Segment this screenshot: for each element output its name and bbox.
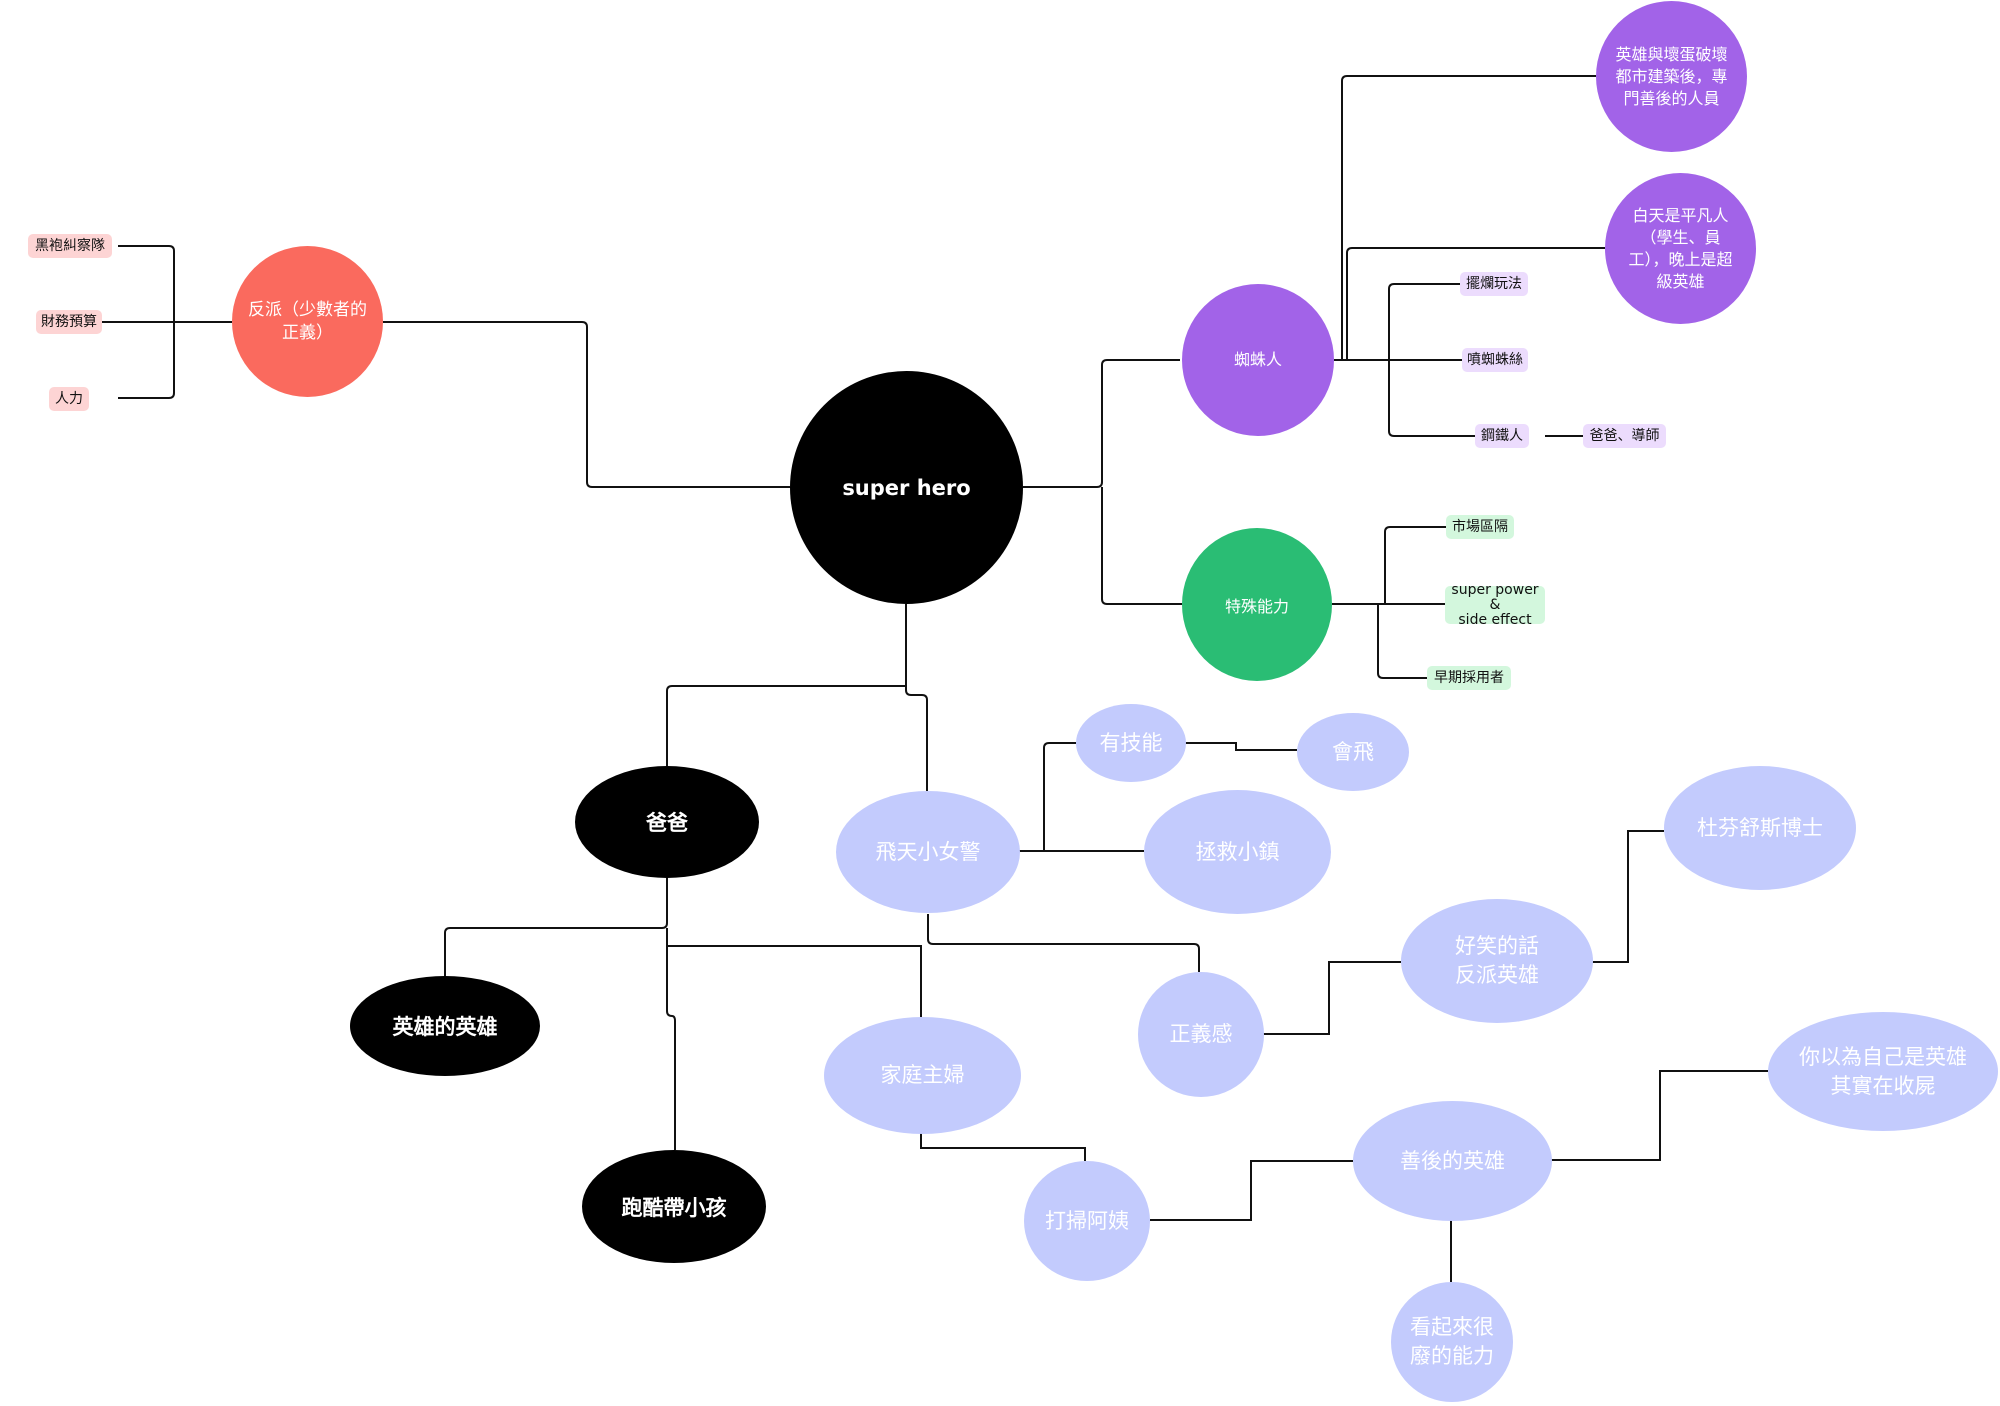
ironman-tag-dad-mentor[interactable]: 爸爸、導師 [1583,424,1666,448]
aftermath-hero-node[interactable]: 善後的英雄 [1353,1101,1552,1221]
save-town-node[interactable]: 拯救小鎮 [1144,790,1331,914]
flying-girl-node[interactable]: 飛天小女警 [836,791,1020,913]
opposition-tag-manpower[interactable]: 人力 [49,387,89,411]
link-spiderman-circles [1334,75,1605,361]
link-flying-girl-branches [1018,742,1144,852]
powers-tag-side-effect[interactable]: super power & side effect [1445,582,1545,627]
powers-tag-segmentation[interactable]: 市場區隔 [1446,515,1514,539]
link-opposition-tags [102,245,232,399]
link-spiderman-tags [1334,283,1583,437]
spiderman-tag-web[interactable]: 噴蜘蛛絲 [1462,348,1528,372]
link-funny-doof [1591,830,1664,963]
opposition-node[interactable]: 反派（少數者的 正義） [232,246,383,397]
link-dad-children [444,878,922,1150]
link-housewife-cleaner [920,1133,1086,1161]
can-fly-node[interactable]: 會飛 [1297,713,1409,791]
cleanup-crew-node[interactable]: 英雄與壞蛋破壞 都市建築後，專 門善後的人員 [1596,1,1747,152]
link-cleaner-aftermath [1150,1160,1353,1221]
link-skill-fly [1184,742,1297,751]
link-justice-funny [1262,961,1401,1035]
spiderman-node[interactable]: 蜘蛛人 [1182,284,1334,436]
doofenshmirtz-node[interactable]: 杜芬舒斯博士 [1664,766,1856,890]
housewife-node[interactable]: 家庭主婦 [824,1017,1021,1134]
cleaning-lady-node[interactable]: 打掃阿姨 [1024,1161,1150,1281]
link-powers-tags [1332,526,1446,679]
funny-villain-node[interactable]: 好笑的話 反派英雄 [1401,899,1593,1023]
hero-of-heroes-node[interactable]: 英雄的英雄 [350,976,540,1076]
link-root-down [666,604,928,791]
double-life-node[interactable]: 白天是平凡人 （學生、員 工），晚上是超 級英雄 [1605,173,1756,324]
justice-node[interactable]: 正義感 [1138,972,1264,1097]
dad-node[interactable]: 爸爸 [575,766,759,878]
link-root-opposition [383,321,790,488]
useless-power-node[interactable]: 看起來很 廢的能力 [1391,1282,1513,1402]
powers-tag-early-adopters[interactable]: 早期採用者 [1427,666,1511,690]
corpse-collector-node[interactable]: 你以為自己是英雄 其實在收屍 [1768,1012,1998,1131]
has-skill-node[interactable]: 有技能 [1076,704,1186,782]
link-flying-girl-justice [927,914,1200,972]
root-node[interactable]: super hero [790,371,1023,604]
link-root-right [1023,359,1182,605]
spiderman-tag-slacker[interactable]: 擺爛玩法 [1460,272,1528,296]
parkour-kids-node[interactable]: 跑酷帶小孩 [582,1150,766,1263]
link-aftermath-corpse [1550,1070,1768,1161]
opposition-tag-black-robe[interactable]: 黑袍糾察隊 [28,234,112,258]
spiderman-tag-ironman[interactable]: 鋼鐵人 [1475,424,1529,448]
opposition-tag-budget[interactable]: 財務預算 [36,310,102,334]
special-powers-node[interactable]: 特殊能力 [1182,528,1332,681]
